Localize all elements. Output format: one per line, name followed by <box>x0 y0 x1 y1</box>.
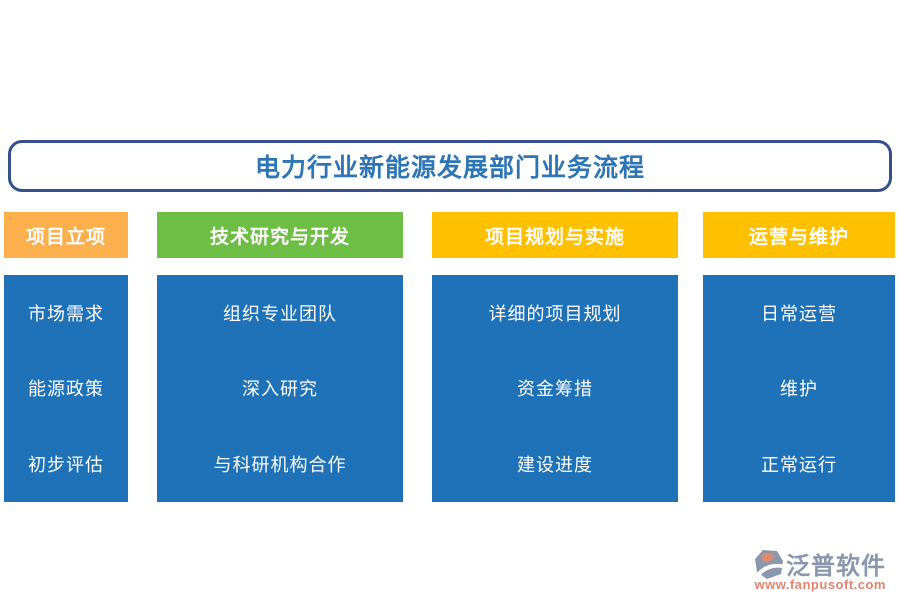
stage-header-tech-research: 技术研究与开发 <box>157 212 403 258</box>
stage-item: 能源政策 <box>28 379 104 400</box>
stage-body-tech-research: 组织专业团队 深入研究 与科研机构合作 <box>157 275 403 502</box>
stage-header-label: 技术研究与开发 <box>209 226 350 248</box>
stage-body-project-initiation: 市场需求 能源政策 初步评估 <box>4 275 128 502</box>
stage-header-planning-implementation: 项目规划与实施 <box>432 212 678 258</box>
stage-item: 日常运营 <box>761 303 837 324</box>
stage-item: 详细的项目规划 <box>488 303 622 324</box>
stage-item: 初步评估 <box>28 455 104 476</box>
stage-header-label: 项目立项 <box>25 226 106 248</box>
stage-item: 组织专业团队 <box>223 303 337 324</box>
vendor-watermark: 泛普软件 www.fanpusoft.com <box>754 546 886 592</box>
stage-header-operation-maintenance: 运营与维护 <box>703 212 895 258</box>
stage-item: 深入研究 <box>242 379 318 400</box>
diagram-title-box: 电力行业新能源发展部门业务流程 <box>8 140 892 192</box>
stage-item: 与科研机构合作 <box>213 455 347 476</box>
vendor-url: www.fanpusoft.com <box>754 577 886 592</box>
stage-body-planning-implementation: 详细的项目规划 资金筹措 建设进度 <box>432 275 678 502</box>
stage-item: 资金筹措 <box>517 379 593 400</box>
stage-item: 市场需求 <box>28 303 104 324</box>
diagram-title: 电力行业新能源发展部门业务流程 <box>254 154 645 182</box>
stage-header-label: 项目规划与实施 <box>484 226 625 248</box>
stage-header-label: 运营与维护 <box>748 226 849 248</box>
vendor-brand-name: 泛普软件 <box>786 553 886 580</box>
stage-item: 维护 <box>780 379 818 400</box>
fanpu-logo-icon <box>754 548 784 580</box>
stage-header-project-initiation: 项目立项 <box>4 212 128 258</box>
stage-item: 正常运行 <box>761 455 837 476</box>
stage-item: 建设进度 <box>517 455 593 476</box>
stage-body-operation-maintenance: 日常运营 维护 正常运行 <box>703 275 895 502</box>
